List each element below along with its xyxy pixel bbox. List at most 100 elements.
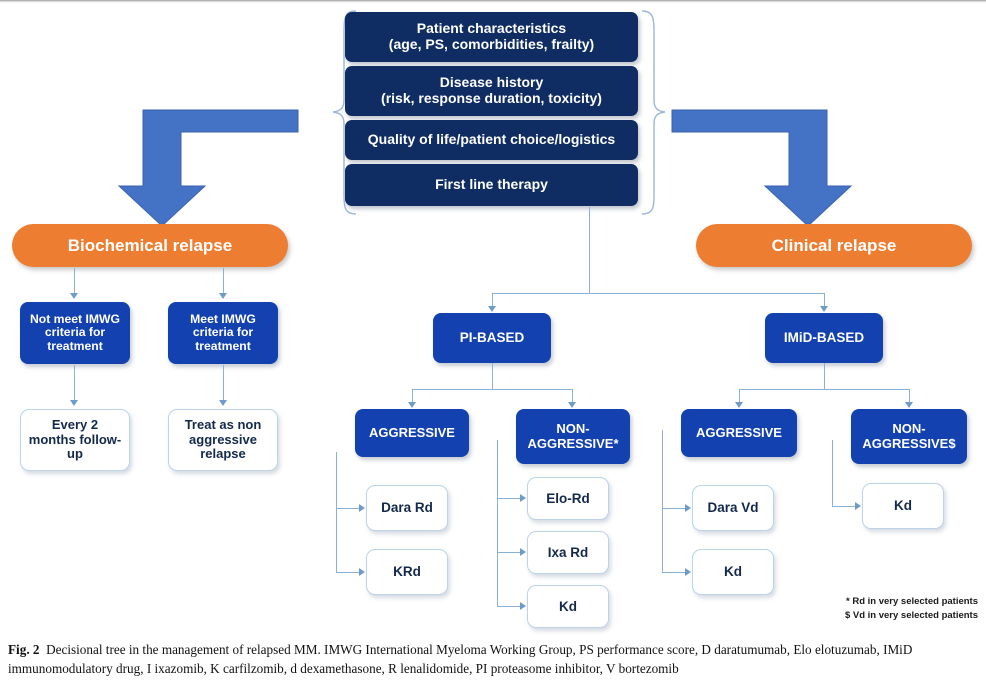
arrow-pi-aggr-t2 bbox=[359, 568, 365, 576]
connector-trunk-h bbox=[492, 293, 824, 294]
arrow-imid-aggressive bbox=[735, 402, 743, 408]
arrow-pi-nonaggr-t1 bbox=[520, 494, 526, 502]
pi-aggressive-box: AGGRESSIVE bbox=[355, 409, 469, 457]
treatment-box: Dara Vd bbox=[692, 485, 774, 531]
big-arrow-right bbox=[671, 109, 853, 227]
arrow-pi-aggressive bbox=[408, 402, 416, 408]
treatment-box: KRd bbox=[366, 549, 448, 595]
clinical-relapse-box: Clinical relapse bbox=[696, 224, 972, 267]
footnote-dollar-text: $ Vd in very selected patients bbox=[844, 610, 978, 621]
arrow-imid-non-aggressive bbox=[905, 402, 913, 408]
treatment-label: Dara Vd bbox=[707, 500, 759, 516]
pi-non-aggressive-label: NON-AGGRESSIVE* bbox=[527, 420, 619, 451]
connector-pi-nonaggr-trunk bbox=[497, 440, 498, 606]
imid-based-box: IMiD-BASED bbox=[765, 313, 883, 363]
connector-pi-split-v bbox=[492, 363, 493, 389]
connector-imid-aggr-t1 bbox=[662, 508, 686, 509]
footnote-dollar: $ Vd in very selected patients bbox=[812, 609, 978, 623]
connector-pi-v bbox=[492, 293, 493, 307]
treatment-box: Elo-Rd bbox=[527, 477, 609, 520]
arrow-imid-nonaggr-t1 bbox=[855, 502, 861, 510]
treatment-label: Dara Rd bbox=[381, 500, 433, 516]
criteria-line1: Disease history bbox=[439, 74, 544, 91]
connector-pi-nonaggr-t1 bbox=[497, 498, 521, 499]
outcome-treat-as-non-aggressive: Treat as non aggressive relapse bbox=[168, 409, 278, 471]
criteria-box-patient-characteristics: Patient characteristics (age, PS, comorb… bbox=[345, 12, 638, 62]
criteria-line2: (risk, response duration, toxicity) bbox=[381, 90, 602, 106]
pi-non-aggressive-box: NON-AGGRESSIVE* bbox=[516, 409, 630, 464]
connector-pi-nonaggr-t2 bbox=[497, 552, 521, 553]
biochemical-relapse-box: Biochemical relapse bbox=[12, 224, 288, 267]
connector-pi-aggr-t1 bbox=[336, 508, 360, 509]
arrow-imid-aggr-t2 bbox=[685, 568, 691, 576]
treatment-box: Dara Rd bbox=[366, 485, 448, 531]
connector-imid-nonaggr-v bbox=[909, 389, 910, 403]
connector-trunk-v bbox=[589, 207, 590, 293]
treatment-box: Kd bbox=[862, 483, 944, 529]
brace-right bbox=[641, 10, 666, 215]
decision-not-meet-imwg-label: Not meet IMWG criteria for treatment bbox=[29, 311, 121, 353]
imid-non-aggressive-label: NON-AGGRESSIVE$ bbox=[862, 420, 956, 451]
arrow-right-outcome bbox=[219, 400, 227, 406]
arrow-imid-based bbox=[820, 306, 828, 312]
decision-meet-imwg: Meet IMWG criteria for treatment bbox=[168, 302, 278, 364]
top-rule bbox=[0, 0, 986, 3]
imid-aggressive-box: AGGRESSIVE bbox=[681, 409, 797, 457]
connector-imid-aggr-t2 bbox=[662, 572, 686, 573]
figure-caption: Fig. 2 Decisional tree in the management… bbox=[8, 640, 972, 678]
arrow-imid-aggr-t1 bbox=[685, 504, 691, 512]
treatment-label: KRd bbox=[393, 564, 421, 580]
treatment-label: Kd bbox=[724, 564, 742, 580]
treatment-label: Kd bbox=[559, 598, 577, 614]
criteria-line2: (age, PS, comorbidities, frailty) bbox=[388, 36, 595, 52]
connector-pi-split-h bbox=[412, 389, 572, 390]
connector-biochem-left-v bbox=[74, 268, 75, 294]
criteria-box-first-line-therapy: First line therapy bbox=[345, 164, 638, 206]
brace-left bbox=[332, 10, 357, 215]
connector-imid-nonaggr-trunk bbox=[832, 440, 833, 506]
criteria-box-quality-of-life: Quality of life/patient choice/logistics bbox=[345, 120, 638, 160]
decision-not-meet-imwg: Not meet IMWG criteria for treatment bbox=[20, 302, 130, 364]
pi-based-box: PI-BASED bbox=[433, 313, 551, 363]
connector-biochem-right-v bbox=[223, 268, 224, 294]
clinical-relapse-label: Clinical relapse bbox=[771, 235, 897, 255]
treatment-label: Elo-Rd bbox=[546, 490, 590, 506]
connector-pi-aggr-trunk bbox=[336, 452, 337, 572]
connector-imid-aggr-v bbox=[739, 389, 740, 403]
arrow-biochem-right bbox=[219, 293, 227, 299]
figure-caption-text: Decisional tree in the management of rel… bbox=[8, 642, 913, 677]
imid-non-aggressive-box: NON-AGGRESSIVE$ bbox=[851, 409, 967, 464]
decision-meet-imwg-label: Meet IMWG criteria for treatment bbox=[190, 311, 256, 353]
arrow-pi-based bbox=[488, 306, 496, 312]
pi-aggressive-label: AGGRESSIVE bbox=[369, 424, 455, 440]
figure-label: Fig. 2 bbox=[8, 642, 40, 657]
outcome-treat-as-non-aggressive-label: Treat as non aggressive relapse bbox=[184, 417, 262, 462]
arrow-left-outcome bbox=[70, 400, 78, 406]
arrow-pi-non-aggressive bbox=[568, 402, 576, 408]
arrow-pi-nonaggr-t3 bbox=[520, 602, 526, 610]
connector-pi-nonaggr-t3 bbox=[497, 606, 521, 607]
outcome-every-2-months: Every 2 months follow-up bbox=[20, 409, 130, 471]
connector-pi-aggr-t2 bbox=[336, 572, 360, 573]
footnote-star: * Rd in very selected patients bbox=[812, 595, 978, 609]
big-arrow-left bbox=[117, 109, 299, 227]
arrow-pi-nonaggr-t2 bbox=[520, 548, 526, 556]
connector-imid-nonaggr-t1 bbox=[832, 506, 856, 507]
outcome-every-2-months-label: Every 2 months follow-up bbox=[28, 417, 122, 462]
criteria-box-disease-history: Disease history (risk, response duration… bbox=[345, 66, 638, 116]
treatment-box: Kd bbox=[692, 549, 774, 595]
criteria-line1: Patient characteristics bbox=[416, 20, 567, 37]
criteria-line1: First line therapy bbox=[435, 176, 548, 193]
connector-imid-split-h bbox=[739, 389, 909, 390]
connector-imid-split-v bbox=[824, 363, 825, 389]
connector-imid-v bbox=[824, 293, 825, 307]
treatment-label: Ixa Rd bbox=[547, 544, 589, 560]
connector-pi-nonaggr-v bbox=[572, 389, 573, 403]
arrow-pi-aggr-t1 bbox=[359, 504, 365, 512]
pi-based-label: PI-BASED bbox=[459, 330, 525, 346]
biochemical-relapse-label: Biochemical relapse bbox=[67, 235, 233, 255]
imid-aggressive-label: AGGRESSIVE bbox=[696, 424, 782, 440]
treatment-box: Kd bbox=[527, 585, 609, 628]
footnote-star-text: * Rd in very selected patients bbox=[846, 596, 978, 607]
